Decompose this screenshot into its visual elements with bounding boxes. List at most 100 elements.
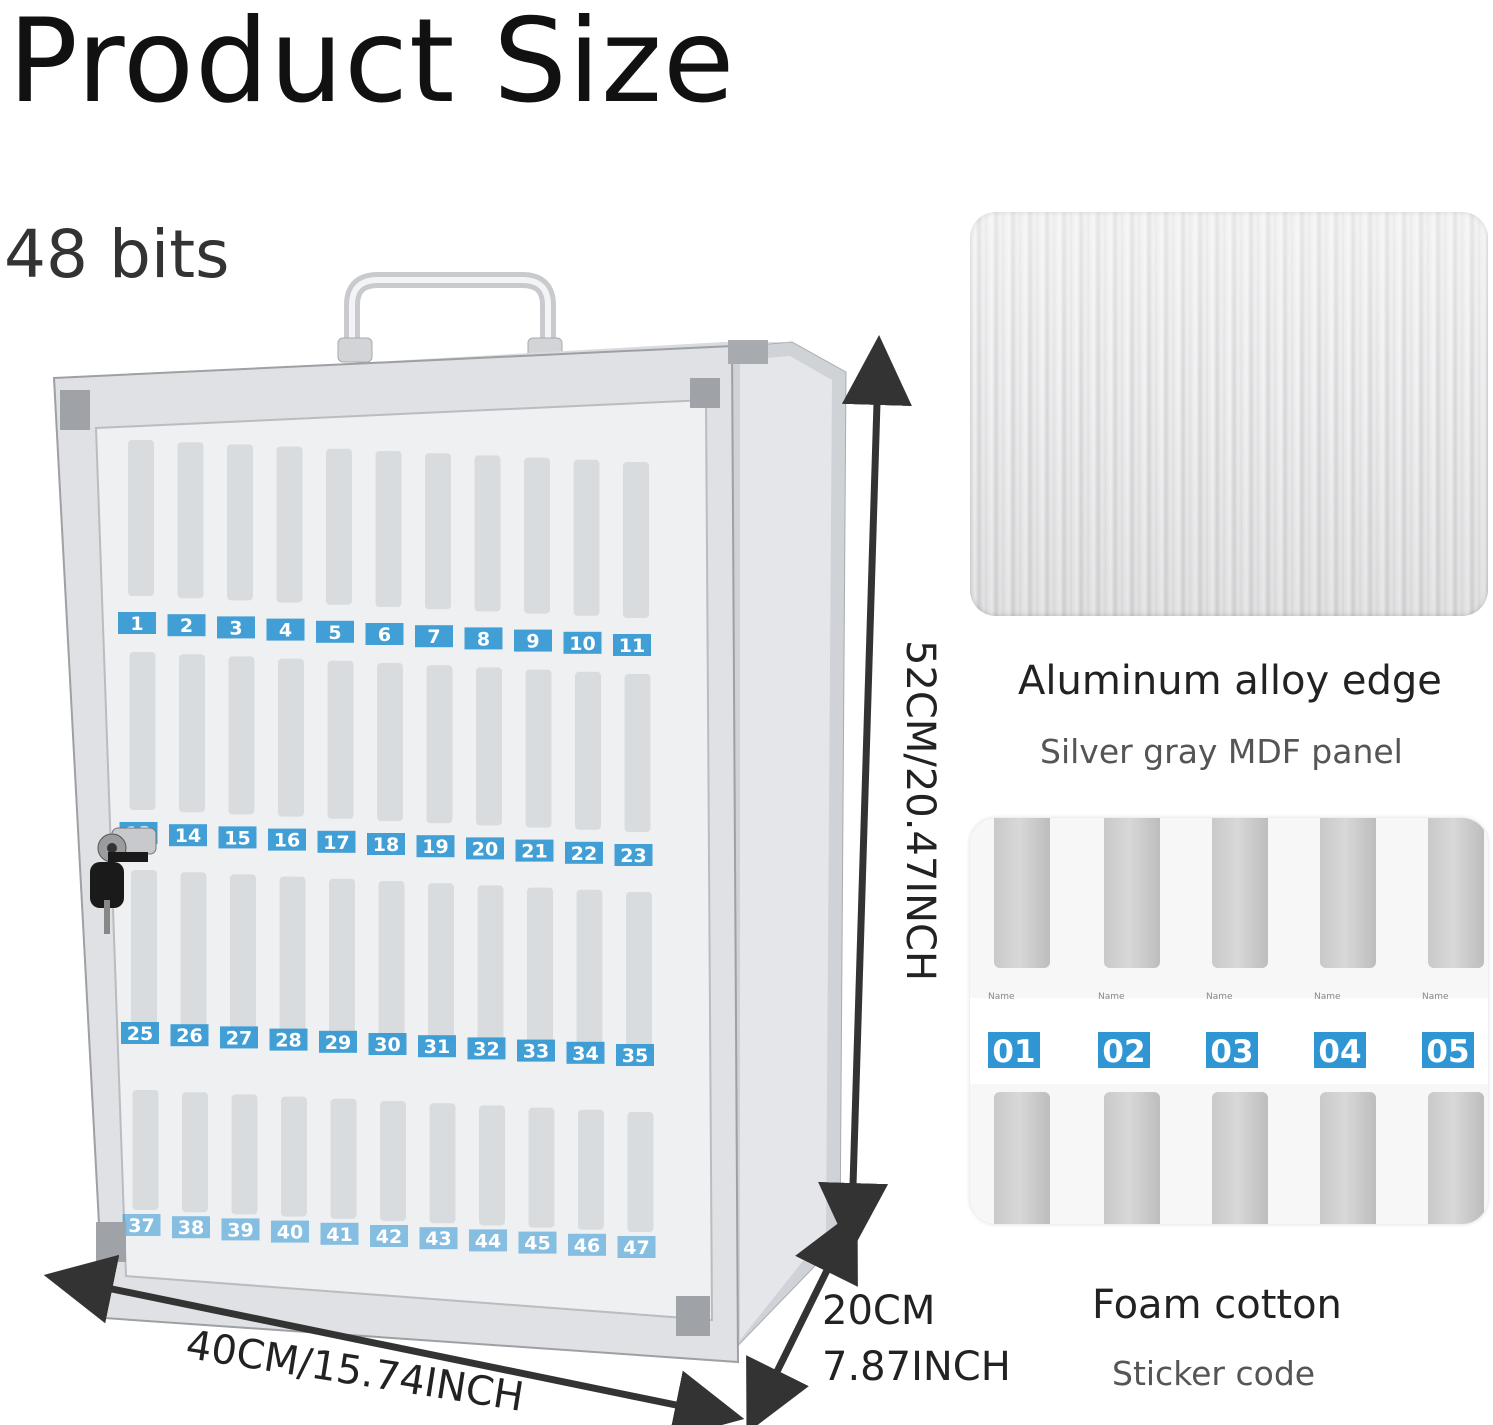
svg-text:19: 19	[422, 836, 448, 858]
foam-slot	[329, 878, 355, 1039]
slot-number-label: 25	[121, 1022, 159, 1045]
foam-slot	[228, 656, 255, 815]
svg-text:4: 4	[279, 620, 292, 642]
sticker-code: 02	[1096, 1030, 1152, 1070]
foam-slot	[524, 457, 550, 614]
svg-text:21: 21	[521, 841, 547, 863]
foam-slot	[177, 442, 204, 599]
svg-text:8: 8	[477, 628, 490, 650]
foam-slot	[279, 876, 306, 1037]
capacity-label: 48 bits	[4, 216, 230, 293]
slot-number-label: 10	[563, 631, 602, 655]
svg-text:46: 46	[574, 1235, 600, 1257]
foam-slot	[231, 1094, 258, 1215]
svg-text:39: 39	[227, 1219, 253, 1241]
slot-number-label: 8	[464, 627, 503, 650]
foam-column	[1104, 818, 1160, 968]
slot-number-label: 30	[368, 1033, 407, 1056]
slot-number-label: 20	[466, 837, 504, 860]
foam-slots	[128, 440, 654, 1232]
lock-icon	[90, 827, 157, 934]
slot-number-label: 44	[469, 1229, 507, 1252]
svg-text:1: 1	[130, 613, 143, 635]
sticker-code: 04	[1312, 1030, 1368, 1070]
foam-slot	[132, 1090, 159, 1210]
svg-text:40: 40	[277, 1222, 303, 1244]
slot-number-label: 23	[614, 844, 653, 867]
svg-text:44: 44	[475, 1230, 501, 1252]
foam-slot	[281, 1096, 307, 1217]
svg-text:11: 11	[619, 635, 645, 657]
aluminum-subcaption: Silver gray MDF panel	[1040, 732, 1403, 771]
slot-number-label: 19	[416, 835, 455, 858]
svg-text:26: 26	[176, 1025, 202, 1047]
foam-slot	[624, 674, 651, 832]
foam-caption: Foam cotton	[1092, 1282, 1342, 1328]
svg-text:18: 18	[373, 834, 399, 856]
foam-slot	[428, 883, 454, 1044]
slot-number-label: 38	[172, 1216, 210, 1239]
slot-number-label: 42	[370, 1225, 408, 1248]
slot-number-label: 34	[566, 1041, 605, 1065]
slot-number-label: 47	[617, 1236, 656, 1259]
sticker-code: 01	[986, 1030, 1042, 1070]
foam-slot	[429, 1103, 456, 1224]
foam-column	[1320, 818, 1376, 968]
foam-slot	[179, 654, 205, 813]
foam-slot	[375, 451, 402, 607]
depth-arrow	[746, 1208, 858, 1425]
svg-text:3: 3	[229, 617, 242, 639]
slot-number-label: 4	[266, 618, 305, 642]
svg-text:15: 15	[224, 827, 250, 849]
slot-number-label: 14	[169, 824, 207, 847]
svg-text:25: 25	[127, 1023, 153, 1045]
svg-text:14: 14	[175, 825, 201, 847]
foam-slot	[627, 1112, 654, 1232]
height-arrow	[818, 335, 912, 1253]
key-cabinet-illustration: 1234567891011131415161718192021222325262…	[43, 272, 912, 1425]
foam-slot	[380, 1101, 406, 1221]
slot-number-label: 35	[616, 1044, 654, 1067]
foam-column	[1428, 1092, 1484, 1224]
height-dimension: 52CM/20.47INCH	[897, 640, 943, 982]
foam-slot	[227, 444, 253, 601]
foam-slot	[330, 1098, 357, 1219]
slot-number-label: 32	[467, 1037, 506, 1060]
slot-number-label: 3	[217, 616, 255, 639]
foam-column	[1320, 1092, 1376, 1224]
svg-text:10: 10	[569, 633, 595, 655]
svg-text:47: 47	[623, 1237, 649, 1259]
foam-column	[994, 818, 1050, 968]
slot-number-label: 43	[419, 1227, 458, 1250]
slot-number-label: 26	[170, 1024, 209, 1047]
slot-number-label: 28	[269, 1028, 308, 1052]
sticker-name-field: Name	[1422, 992, 1449, 1002]
slot-number-label: 17	[317, 830, 356, 854]
foam-slot	[180, 872, 207, 1033]
slot-number-label: 5	[316, 620, 354, 644]
svg-text:9: 9	[526, 631, 539, 653]
foam-slot	[623, 462, 649, 618]
slot-number-label: 6	[365, 623, 404, 646]
foam-slot	[326, 448, 352, 605]
svg-text:2: 2	[180, 615, 193, 637]
slot-number-label: 15	[218, 826, 257, 849]
svg-text:42: 42	[376, 1226, 402, 1248]
foam-column	[1212, 818, 1268, 968]
sticker-name-field: Name	[1314, 992, 1341, 1002]
svg-text:32: 32	[473, 1038, 499, 1060]
svg-text:35: 35	[622, 1045, 648, 1067]
foam-slot	[476, 667, 502, 826]
foam-slot	[131, 870, 157, 1030]
sticker-labels: 1234567891011131415161718192021222325262…	[118, 612, 656, 1259]
foam-subcaption: Sticker code	[1112, 1354, 1316, 1393]
svg-text:38: 38	[178, 1217, 204, 1239]
foam-slot	[378, 881, 405, 1041]
aluminum-caption: Aluminum alloy edge	[1018, 658, 1442, 704]
foam-slot	[129, 652, 156, 810]
svg-text:27: 27	[226, 1027, 252, 1049]
svg-text:43: 43	[425, 1228, 451, 1250]
foam-slot	[479, 1105, 505, 1226]
foam-slot	[377, 663, 403, 821]
